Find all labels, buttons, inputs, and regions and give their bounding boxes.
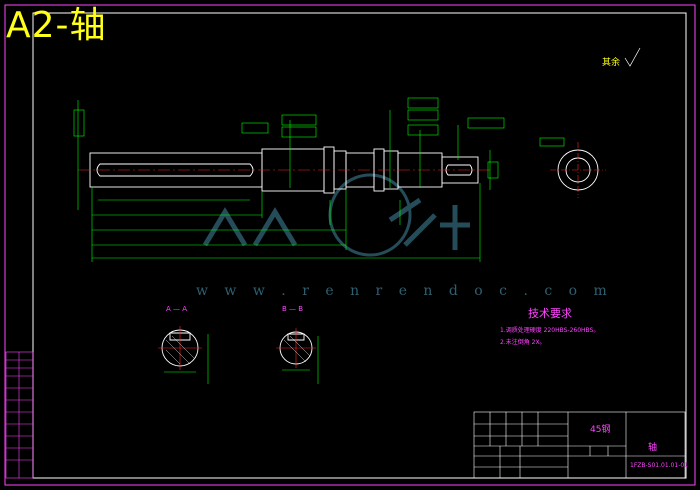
tolerance-frames [73,97,565,179]
section-b-label: B — B [282,305,304,313]
tech-requirement-2: 2.未注倒角 2X。 [500,339,546,346]
dimension-lines [77,100,491,262]
title-block-part-name: 轴 [648,443,658,453]
watermark-logo [202,173,470,257]
roughness-symbol [624,47,641,67]
revision-strip [5,351,34,479]
section-a [158,326,209,384]
drawing-title: A2-轴 [6,5,107,46]
tech-requirements-heading: 技术要求 [528,307,572,320]
title-block-code: 1FZB-S01.01.01-01 [630,462,688,469]
section-b [276,328,319,384]
watermark-url: w w w . r e n r e n d o c . c o m [196,283,613,299]
inner-border [32,12,687,479]
outer-border [4,4,696,486]
section-a-label: A — A [166,305,188,313]
surface-finish-note: 其余 [602,58,621,68]
title-block [473,411,686,479]
end-view [550,142,606,198]
title-block-material: 45钢 [590,425,611,435]
tech-requirement-1: 1.调质处理硬度 220HBS-260HBS。 [500,327,600,334]
